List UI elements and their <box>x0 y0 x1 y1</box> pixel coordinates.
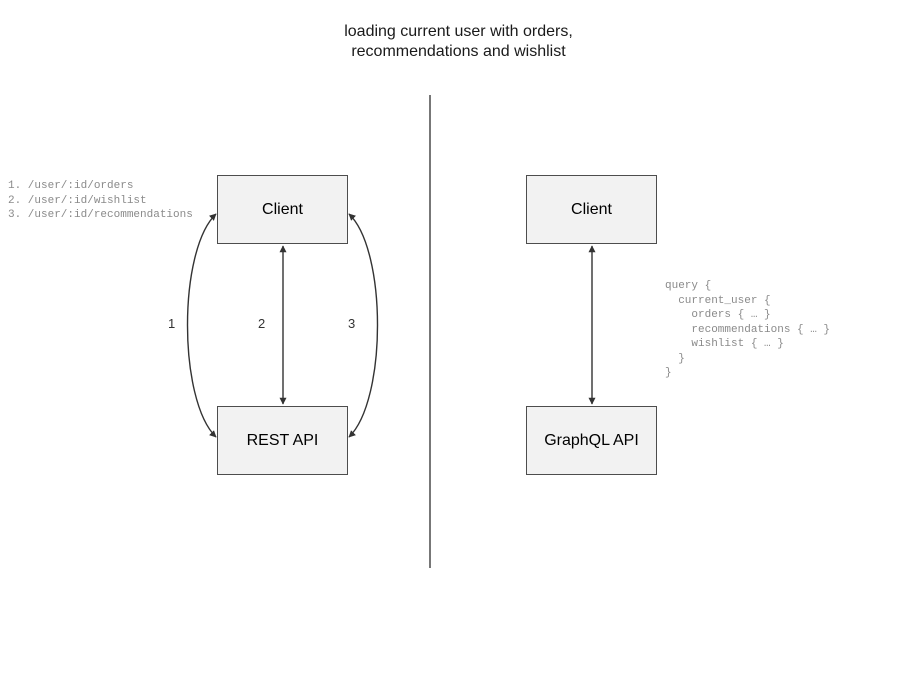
node-client-rest[interactable]: Client <box>217 175 348 244</box>
edge-rest-1-curve <box>186 213 217 438</box>
edge-label-2: 2 <box>258 316 266 331</box>
page-title: loading current user with orders, recomm… <box>344 23 573 60</box>
edge-rest-3-curve <box>348 213 379 438</box>
node-client-graphql[interactable]: Client <box>526 175 657 244</box>
edge-label-1: 1 <box>168 316 176 331</box>
rest-endpoints-list: 1. /user/:id/orders 2. /user/:id/wishlis… <box>8 180 193 221</box>
node-graphql-api[interactable]: GraphQL API <box>526 406 657 475</box>
edge-label-3: 3 <box>348 316 356 331</box>
graphql-query-code: query { current_user { orders { … } reco… <box>665 280 831 379</box>
node-rest-api[interactable]: REST API <box>217 406 348 475</box>
